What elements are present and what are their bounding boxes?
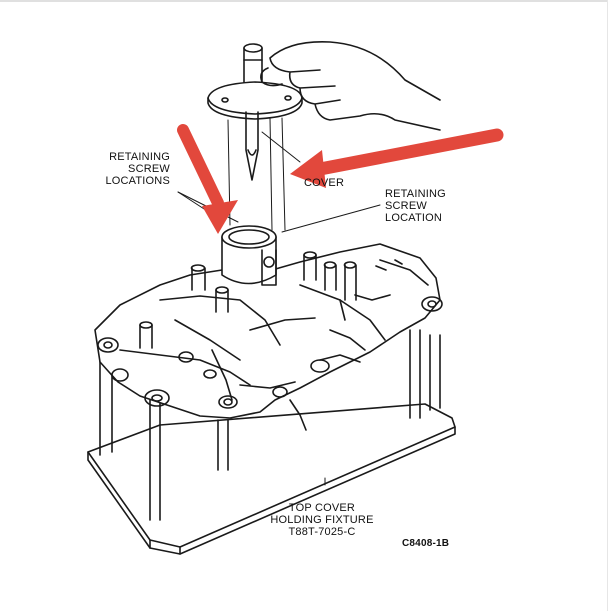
retaining-screw-location-line-3: LOCATION bbox=[385, 212, 443, 224]
shift-turret bbox=[221, 225, 277, 286]
fixture-legs bbox=[99, 329, 441, 521]
retaining-screw-location-label: RETAINING SCREW LOCATION bbox=[385, 188, 459, 224]
red-arrows bbox=[177, 124, 504, 234]
top-border-line bbox=[0, 0, 608, 2]
holding-fixture-base bbox=[87, 403, 456, 555]
guide-pins bbox=[139, 251, 357, 349]
retaining-screw-locations-label: RETAINING SCREW LOCATIONS bbox=[96, 151, 170, 187]
alignment-lines bbox=[227, 117, 286, 231]
red-arrow-right bbox=[290, 128, 504, 188]
retaining-screw-locations-line-3: LOCATIONS bbox=[105, 175, 170, 187]
holding-fixture-line-1: TOP COVER bbox=[288, 502, 356, 514]
figure-code-label: C8408-1B bbox=[402, 538, 450, 549]
retaining-screw-locations-line-2: SCREW bbox=[128, 163, 170, 175]
holding-fixture-line-2: HOLDING FIXTURE bbox=[270, 514, 374, 526]
retaining-screw-location-line-1: RETAINING bbox=[385, 188, 446, 200]
holding-fixture-label: TOP COVER HOLDING FIXTURE T88T-7025-C bbox=[262, 502, 382, 538]
hand-illustration bbox=[260, 41, 441, 131]
holding-fixture-line-3: T88T-7025-C bbox=[288, 526, 356, 538]
cover-bosses bbox=[97, 296, 443, 409]
red-arrow-left bbox=[177, 124, 238, 234]
cover-label: COVER bbox=[304, 177, 354, 189]
retaining-screw-locations-line-1: RETAINING bbox=[109, 151, 170, 163]
retaining-screw-location-line-2: SCREW bbox=[385, 200, 427, 212]
cover-label-line-1: COVER bbox=[304, 177, 345, 189]
